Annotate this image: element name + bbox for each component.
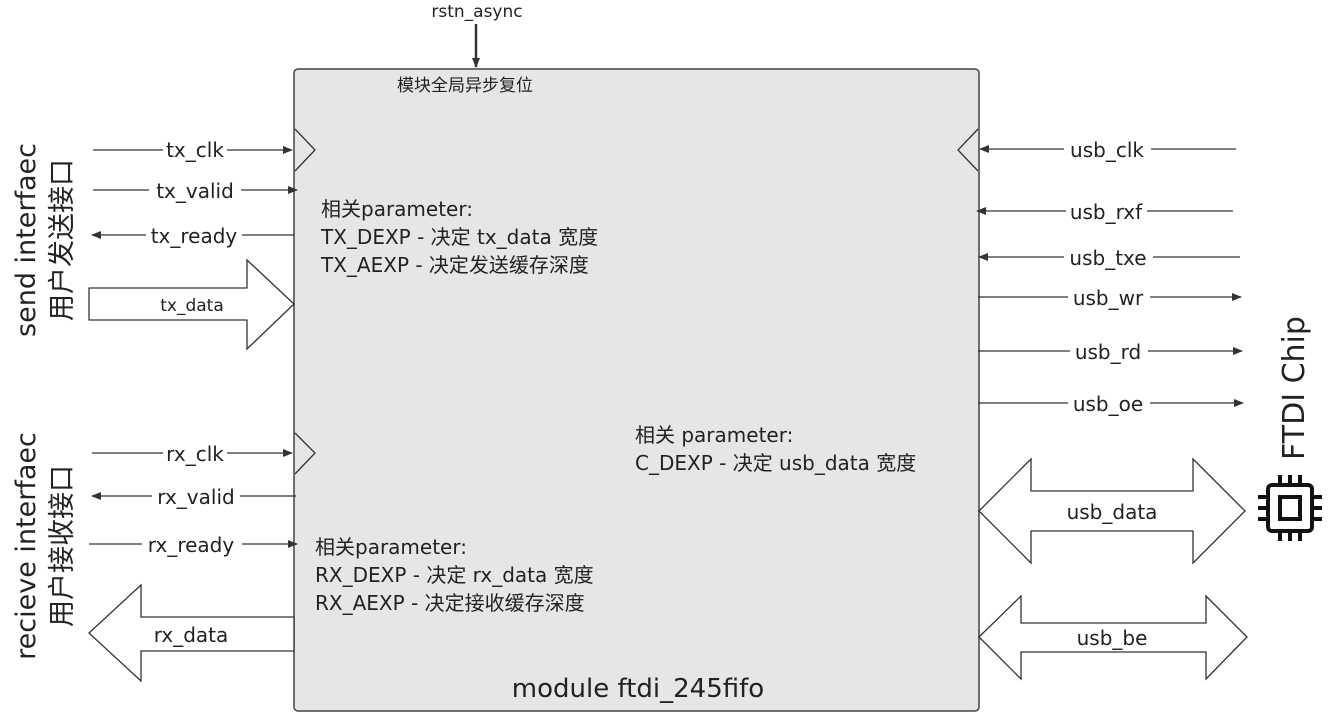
send-interface-label-en: send interfaec [11, 143, 42, 337]
recv-interface-label-en: recieve interfaec [11, 432, 42, 660]
rx-clk-clock-symbol [294, 432, 316, 475]
recv-params-title: 相关parameter: [315, 535, 467, 559]
rx-data-label: rx_data [154, 623, 229, 647]
send-params-title: 相关parameter: [321, 197, 473, 221]
usb-wr-label: usb_wr [1073, 286, 1144, 310]
usb-rxf-label: usb_rxf [1070, 200, 1143, 224]
rx-data-bus-arrow [88, 583, 295, 683]
rx-ready-label: rx_ready [148, 533, 235, 557]
rx-valid-label: rx_valid [157, 485, 234, 509]
tx-data-label: tx_data [160, 296, 224, 316]
send-params-line2: TX_AEXP - 决定发送缓存深度 [320, 253, 589, 277]
tx-ready-label: tx_ready [151, 224, 238, 248]
tx-data-bus-arrow [88, 258, 295, 351]
chip-icon [1258, 475, 1322, 541]
tx-clk-label: tx_clk [166, 138, 224, 162]
usb-be-label: usb_be [1077, 626, 1148, 650]
rstn-async-label: rstn_async [431, 2, 522, 22]
usb-params-title: 相关 parameter: [635, 423, 793, 447]
usb-txe-label: usb_txe [1069, 246, 1146, 270]
usb-oe-label: usb_oe [1073, 392, 1143, 416]
tx-valid-label: tx_valid [156, 179, 234, 203]
usb-params-line1: C_DEXP - 决定 usb_data 宽度 [635, 451, 916, 475]
rx-clk-label: rx_clk [166, 442, 224, 466]
recv-params-line1: RX_DEXP - 决定 rx_data 宽度 [315, 563, 594, 587]
send-params-line1: TX_DEXP - 决定 tx_data 宽度 [320, 225, 598, 249]
usb-be-bus-arrow [978, 594, 1248, 681]
usb-data-label: usb_data [1067, 500, 1158, 524]
module-title: module ftdi_245fifo [512, 674, 764, 704]
usb-data-bus-arrow [978, 457, 1246, 565]
send-interface-label-zh: 用户发送接口 [47, 159, 78, 321]
reset-note: 模块全局异步复位 [397, 76, 533, 96]
usb-rd-label: usb_rd [1075, 340, 1141, 364]
tx-clk-clock-symbol [294, 128, 316, 172]
usb-clk-clock-symbol [957, 128, 979, 172]
recv-params-line2: RX_AEXP - 决定接收缓存深度 [315, 591, 585, 615]
recv-interface-label-zh: 用户接收接口 [47, 465, 78, 627]
usb-clk-label: usb_clk [1070, 138, 1144, 162]
ftdi-chip-label: FTDI Chip [1277, 316, 1312, 460]
module-box [293, 68, 980, 712]
